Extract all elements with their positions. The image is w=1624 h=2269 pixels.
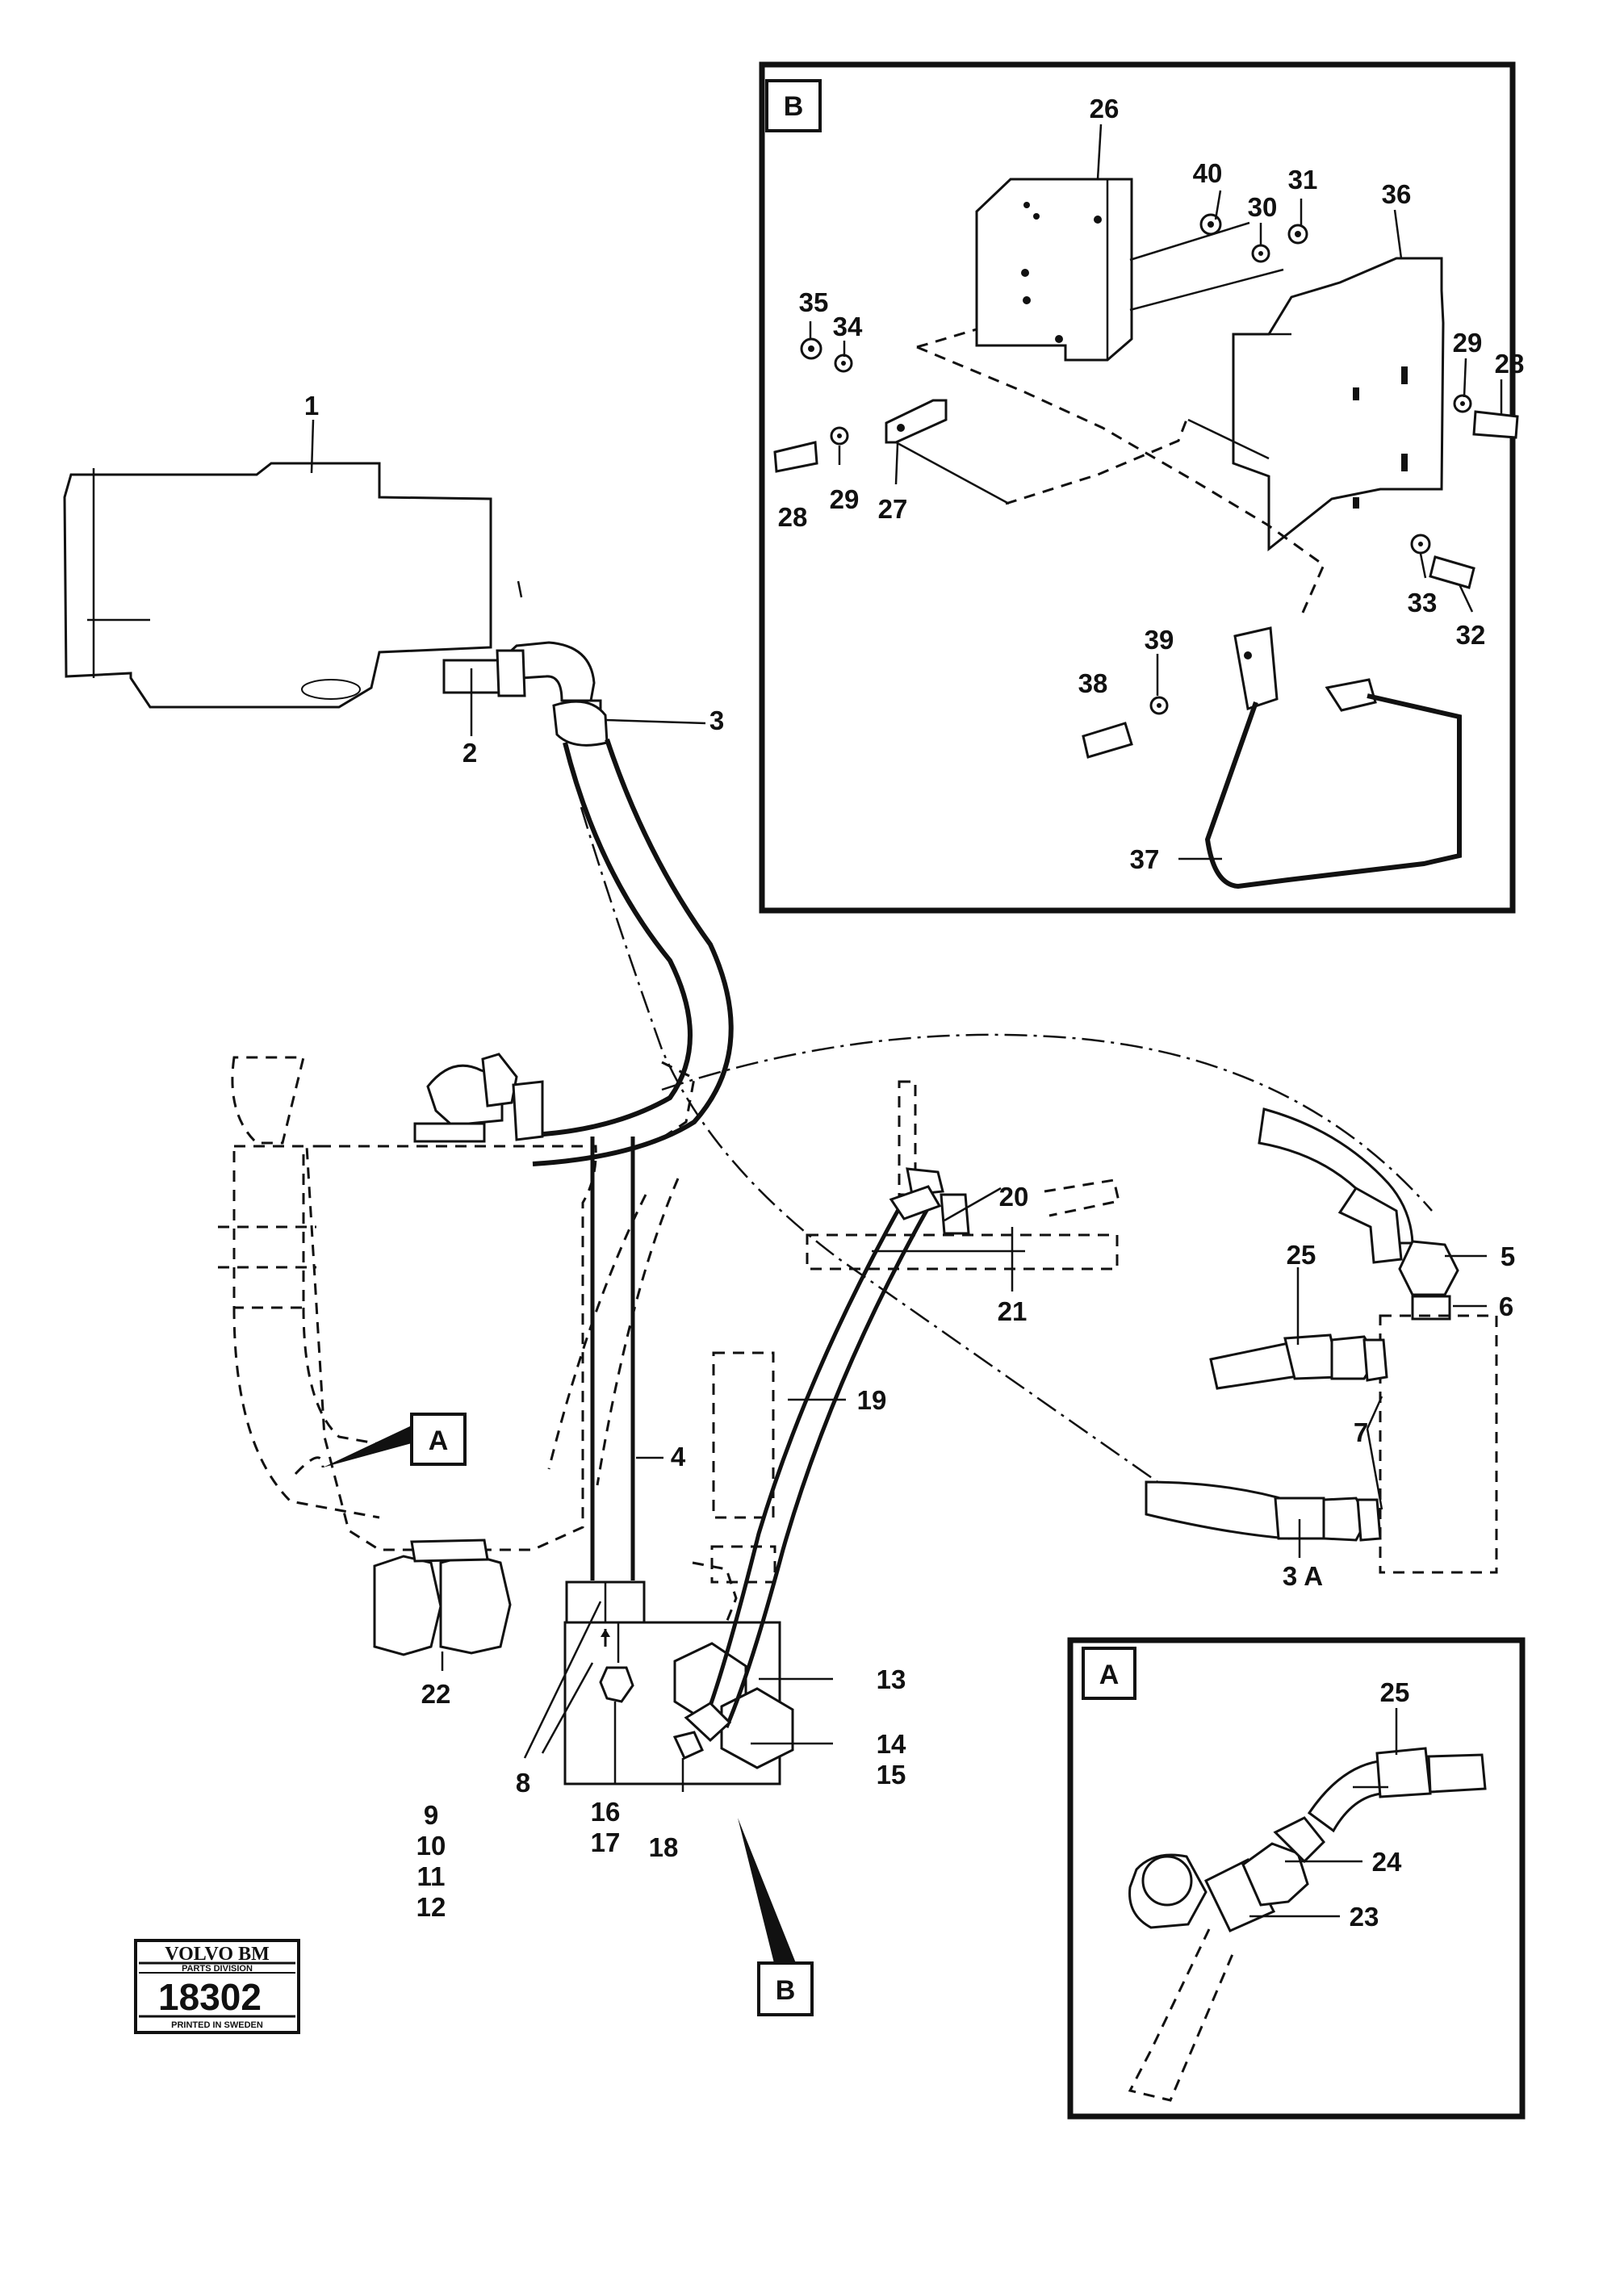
label-29-left: 29 xyxy=(830,484,860,514)
label-24: 24 xyxy=(1372,1847,1402,1877)
label-17: 17 xyxy=(591,1827,621,1857)
label-4: 4 xyxy=(671,1442,686,1472)
label-28-left: 28 xyxy=(778,502,808,532)
label-29-right: 29 xyxy=(1453,328,1483,358)
label-27: 27 xyxy=(878,494,908,524)
label-6: 6 xyxy=(1499,1291,1513,1321)
label-22: 22 xyxy=(421,1679,451,1709)
coupling-5-6-7 xyxy=(1145,1107,1498,1574)
label-34: 34 xyxy=(833,312,863,341)
label-32: 32 xyxy=(1456,620,1486,650)
fittings-22 xyxy=(373,1538,512,1656)
detail-a-tag xyxy=(1082,1647,1136,1700)
label-15: 15 xyxy=(877,1760,906,1790)
bracket-26 xyxy=(975,178,1133,362)
label-19: 19 xyxy=(857,1385,887,1415)
label-20: 20 xyxy=(999,1182,1029,1212)
transmission-housing xyxy=(63,462,523,709)
detail-b-tag-text: B xyxy=(784,91,804,122)
label-13: 13 xyxy=(877,1664,906,1694)
label-21: 21 xyxy=(998,1296,1028,1326)
callout-a-text: A xyxy=(429,1425,449,1456)
label-23: 23 xyxy=(1350,1902,1379,1932)
label-33: 33 xyxy=(1408,588,1438,617)
leaders xyxy=(310,123,1503,1918)
detail-a-parts xyxy=(1128,1747,1487,2102)
bracket-36 xyxy=(1232,257,1445,552)
label-28-right: 28 xyxy=(1495,349,1525,379)
label-25: 25 xyxy=(1287,1240,1316,1270)
stamp-division: PARTS DIVISION xyxy=(182,1964,253,1974)
label-1: 1 xyxy=(304,391,319,421)
callout-a-main: A xyxy=(294,1413,467,1476)
label-26: 26 xyxy=(1090,94,1120,123)
label-25-detail-a: 25 xyxy=(1380,1677,1410,1707)
bolts-b xyxy=(773,213,1519,759)
hose-3-assembly xyxy=(442,641,734,1166)
stamp-brand: VOLVO BM xyxy=(165,1944,270,1965)
label-39: 39 xyxy=(1145,625,1174,655)
valve-block xyxy=(563,1561,794,1785)
callout-b-text: B xyxy=(776,1975,796,2006)
pipe-4 xyxy=(590,1137,635,1580)
label-7: 7 xyxy=(1354,1417,1368,1447)
dashdot-guides xyxy=(580,806,1433,1487)
strip-27 xyxy=(885,399,1010,505)
part-number-labels: 1 2 3 3 A 4 5 6 7 8 9 10 11 12 13 14 15 … xyxy=(304,94,1525,1932)
stamp-number: 18302 xyxy=(158,1976,262,2018)
label-5: 5 xyxy=(1501,1241,1515,1271)
label-38: 38 xyxy=(1078,668,1108,698)
label-3a: 3 A xyxy=(1283,1561,1323,1591)
rod-37 xyxy=(1204,626,1462,890)
label-31: 31 xyxy=(1288,165,1318,195)
elbow-union-main xyxy=(413,1053,544,1143)
label-2: 2 xyxy=(463,738,477,768)
label-37: 37 xyxy=(1130,844,1160,874)
label-14: 14 xyxy=(877,1729,906,1759)
tank-dashed xyxy=(218,1056,776,1584)
label-18: 18 xyxy=(649,1832,679,1862)
label-9: 9 xyxy=(424,1800,438,1830)
label-40: 40 xyxy=(1193,158,1223,188)
fitting-20-21 xyxy=(806,1080,1120,1271)
label-16: 16 xyxy=(591,1797,621,1827)
detail-b-tag xyxy=(765,79,822,132)
volvo-bm-stamp: VOLVO BM PARTS DIVISION 18302 PRINTED IN… xyxy=(134,1939,300,2034)
label-35: 35 xyxy=(799,287,829,317)
callout-b-main: B xyxy=(738,1818,814,2016)
detail-b-frame: B xyxy=(759,61,1516,914)
label-30: 30 xyxy=(1248,192,1278,222)
dashed-ties-b xyxy=(916,221,1325,621)
detail-a-tag-text: A xyxy=(1099,1660,1120,1690)
label-3: 3 xyxy=(709,705,724,735)
label-10: 10 xyxy=(416,1831,446,1861)
detail-a-frame: A xyxy=(1067,1637,1526,2120)
hose-19 xyxy=(672,1198,931,1760)
label-8: 8 xyxy=(516,1768,530,1798)
label-36: 36 xyxy=(1382,179,1412,209)
label-11: 11 xyxy=(417,1861,446,1891)
label-12: 12 xyxy=(416,1892,446,1922)
stamp-printed: PRINTED IN SWEDEN xyxy=(171,2020,263,2030)
